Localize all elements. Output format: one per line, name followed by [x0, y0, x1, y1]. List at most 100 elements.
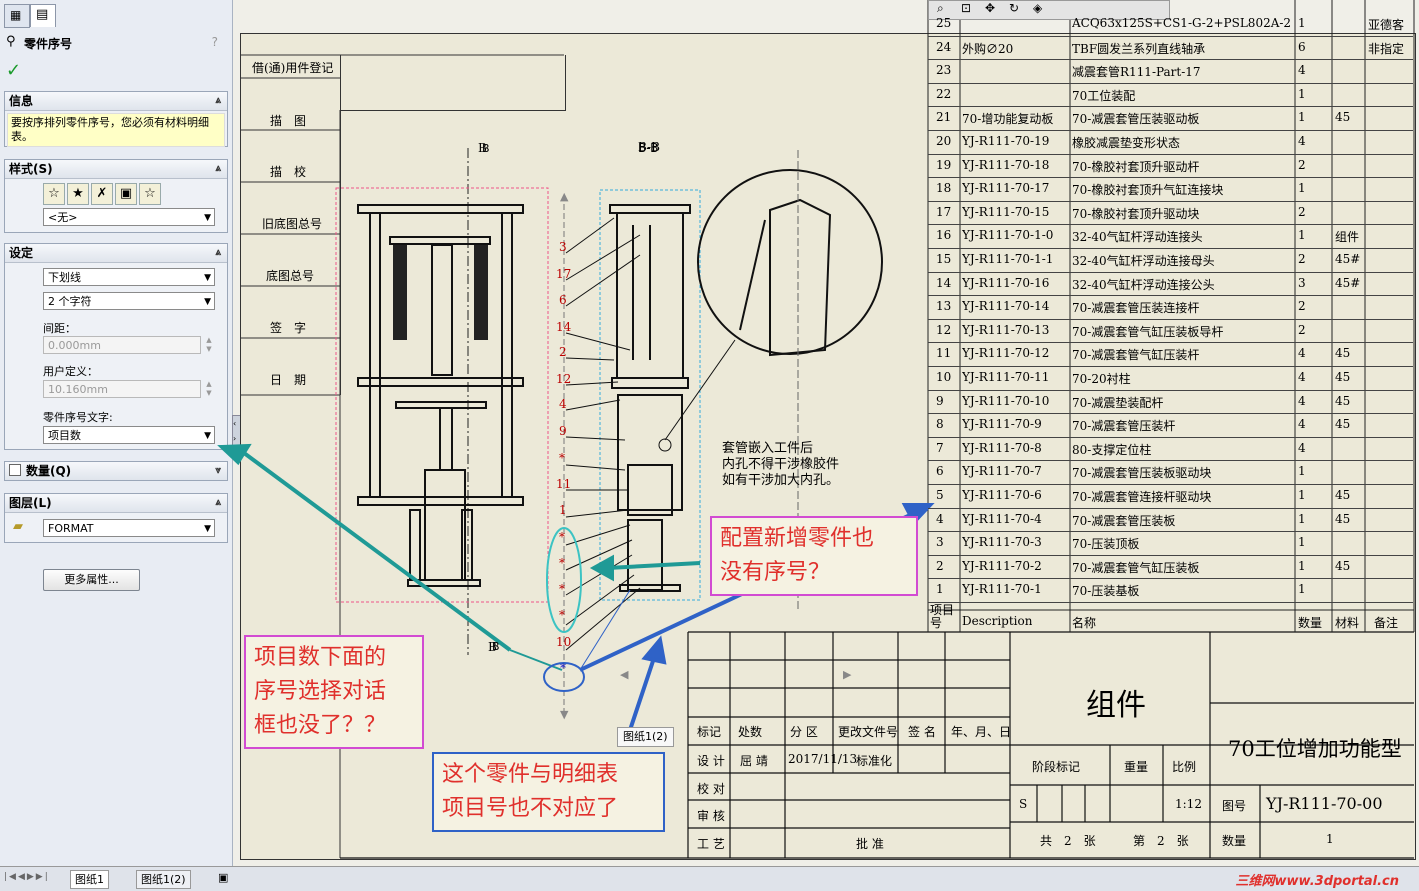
balloon[interactable]: *: [559, 451, 565, 465]
info-header[interactable]: 信息⩓: [5, 92, 227, 111]
balloon-selected[interactable]: *: [560, 661, 566, 675]
balloon[interactable]: 11: [556, 477, 572, 491]
fit-icon[interactable]: ⊡: [961, 1, 972, 15]
strip-cell-2: 描 校: [270, 165, 307, 179]
save-style-icon[interactable]: ▣: [115, 183, 137, 205]
bom-cell: YJ-R111-70-15: [962, 204, 1050, 219]
view-icon[interactable]: ◈: [1033, 1, 1043, 15]
panel-title: 零件序号: [24, 37, 73, 51]
tab-property-manager[interactable]: ▤: [30, 4, 56, 27]
more-properties-button[interactable]: 更多属性...: [43, 569, 140, 591]
balloon[interactable]: 12: [556, 372, 572, 386]
spacing-spinner[interactable]: ▲▼: [206, 336, 212, 353]
user-defined-spinner[interactable]: ▲▼: [206, 380, 212, 397]
balloon[interactable]: 2: [559, 345, 567, 359]
balloon[interactable]: 4: [559, 397, 567, 411]
style-apply-icon[interactable]: ☆: [43, 183, 65, 205]
sheet-tab-2[interactable]: 图纸1(2): [136, 870, 191, 889]
bom-cell: 25: [936, 16, 952, 30]
balloon[interactable]: 6: [559, 293, 567, 307]
style-header[interactable]: 样式(S)⩓: [5, 160, 227, 179]
load-style-icon[interactable]: ☆: [139, 183, 161, 205]
zoom-icon[interactable]: ⌕: [937, 1, 944, 15]
tb-header-zone: 分 区: [790, 725, 818, 739]
balloon[interactable]: 3: [559, 240, 567, 254]
tb-check-label: 校 对: [697, 782, 725, 796]
layer-section: 图层(L)⩓ ▰ FORMAT▼: [4, 493, 228, 543]
balloon[interactable]: *: [559, 556, 565, 570]
sheet-tab-1[interactable]: 图纸1: [70, 870, 109, 889]
balloon-style-select[interactable]: 下划线▼: [43, 268, 215, 286]
bom-cell: 6: [936, 464, 944, 479]
quantity-section[interactable]: 数量(Q)⩔: [4, 461, 228, 481]
rotate-icon[interactable]: ↻: [1009, 1, 1020, 15]
bom-cell: YJ-R111-70-6: [962, 488, 1042, 502]
property-icon: ▤: [36, 7, 49, 22]
bom-cell: 1: [1298, 181, 1306, 196]
balloon[interactable]: *: [559, 530, 565, 544]
balloon-text-select[interactable]: 项目数▼: [43, 426, 215, 444]
bom-cell: 70-压装顶板: [1072, 537, 1140, 552]
sheet-nav-icons[interactable]: |◀◀▶▶|: [4, 872, 50, 882]
spacing-label: 间距：: [43, 322, 76, 335]
svg-text:▶: ▶: [843, 668, 852, 681]
quantity-checkbox[interactable]: [9, 464, 21, 476]
balloon-size-select[interactable]: 2 个字符▼: [43, 292, 215, 310]
spacing-input[interactable]: 0.000mm: [43, 336, 201, 354]
settings-header[interactable]: 设定⩓: [5, 244, 227, 263]
bom-cell: 1: [1298, 511, 1306, 526]
style-combo[interactable]: <无>▼: [43, 208, 215, 226]
help-icon[interactable]: ?: [211, 35, 218, 49]
balloon[interactable]: *: [559, 582, 565, 596]
chevron-down-icon: ▼: [204, 297, 211, 307]
bom-cell: 13: [936, 299, 952, 314]
balloon[interactable]: 14: [556, 320, 572, 334]
delete-style-icon[interactable]: ✗: [91, 183, 113, 205]
layer-header[interactable]: 图层(L)⩓: [5, 494, 227, 513]
layer-select[interactable]: FORMAT▼: [43, 519, 215, 537]
add-style-icon[interactable]: ★: [67, 183, 89, 205]
pan-icon[interactable]: ✥: [985, 1, 996, 15]
style-section: 样式(S)⩓ ☆ ★ ✗ ▣ ☆ <无>▼: [4, 159, 228, 233]
layer-icon: ▰: [13, 519, 23, 534]
view-label-bb: B-B: [638, 140, 660, 154]
balloon[interactable]: 17: [556, 267, 572, 281]
balloon[interactable]: 9: [559, 424, 567, 438]
bom-cell: YJ-R111-70-18: [962, 157, 1050, 172]
add-sheet-icon[interactable]: ▣: [218, 871, 229, 884]
bom-cell: YJ-R111-70-17: [962, 181, 1050, 196]
balloon[interactable]: *: [559, 608, 565, 622]
tab-feature-tree[interactable]: ▦: [4, 4, 30, 28]
user-defined-input[interactable]: 10.160mm: [43, 380, 201, 398]
section-b-top: B: [478, 141, 487, 155]
balloon[interactable]: 10: [556, 635, 572, 649]
ok-check-icon[interactable]: ✓: [6, 60, 22, 81]
bom-cell: 1: [1298, 16, 1306, 30]
balloon[interactable]: 1: [559, 503, 567, 517]
